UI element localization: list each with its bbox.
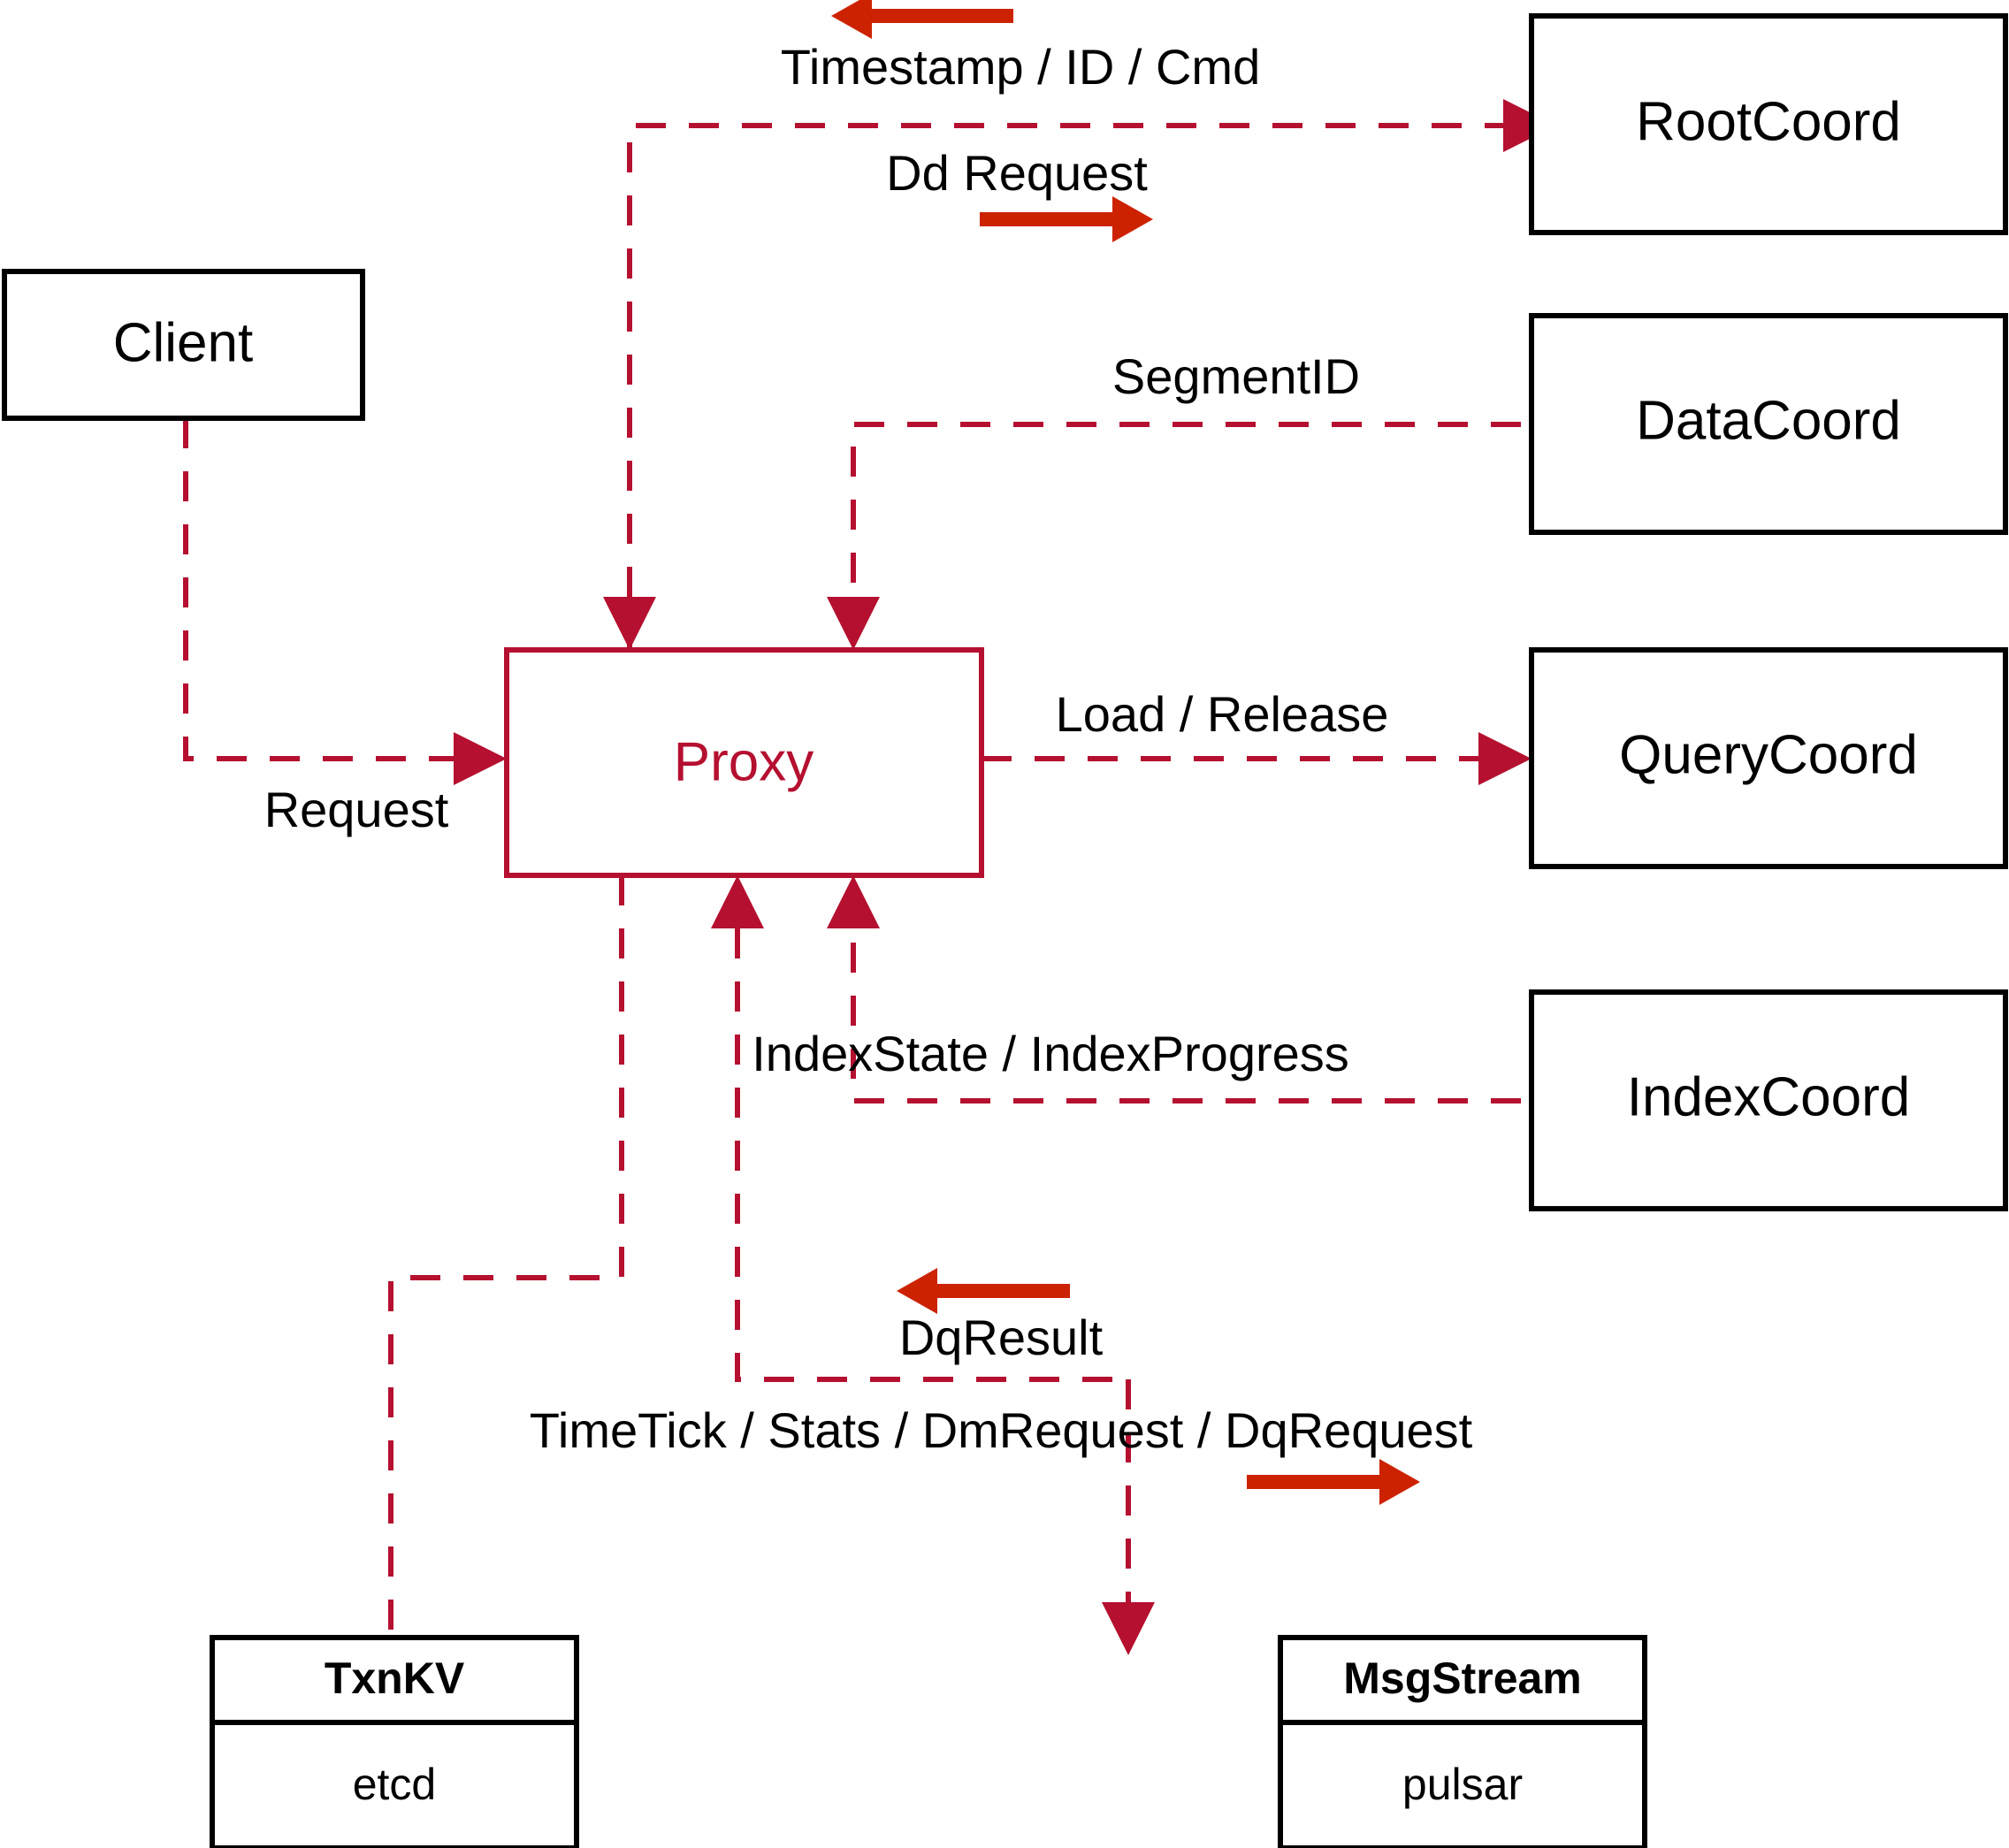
edge-label-timetick-stats: TimeTick / Stats / DmRequest / DqRequest	[530, 1402, 1473, 1458]
node-proxy-label: Proxy	[674, 731, 814, 792]
node-datacoord[interactable]: DataCoord	[1529, 313, 2008, 535]
node-txnkv[interactable]: TxnKV etcd	[210, 1635, 579, 1848]
node-querycoord-label: QueryCoord	[1619, 724, 1918, 785]
edge-label-index-state: IndexState / IndexProgress	[752, 1026, 1349, 1081]
node-datacoord-label: DataCoord	[1636, 390, 1901, 451]
direction-arrow-dd-request	[980, 196, 1153, 242]
edge-msgstream-to-proxy	[735, 928, 1128, 1382]
node-client-label: Client	[113, 312, 254, 373]
edge-indexcoord-to-proxy	[851, 928, 1521, 1103]
node-client[interactable]: Client	[2, 269, 365, 421]
arrowhead-proxy-top-right	[827, 597, 880, 650]
node-querycoord[interactable]: QueryCoord	[1529, 647, 2008, 869]
arrowhead-proxy-bottom-right	[827, 875, 880, 928]
node-proxy[interactable]: Proxy	[504, 647, 984, 878]
node-rootcoord-label: RootCoord	[1636, 91, 1901, 152]
node-rootcoord[interactable]: RootCoord	[1529, 13, 2008, 235]
direction-arrow-timetick	[1247, 1459, 1420, 1505]
node-msgstream[interactable]: MsgStream pulsar	[1278, 1635, 1647, 1848]
edge-proxy-to-txnkv	[388, 875, 624, 1638]
edge-label-dq-result: DqResult	[899, 1310, 1104, 1365]
edge-client-to-proxy	[183, 418, 454, 761]
arrowhead-proxy-left	[454, 732, 507, 785]
edge-label-load-release: Load / Release	[1056, 686, 1389, 742]
arrowhead-proxy-bottom-middle	[711, 875, 764, 928]
edge-label-segment-id: SegmentID	[1112, 348, 1360, 404]
node-msgstream-label: MsgStream	[1343, 1653, 1582, 1703]
node-indexcoord-label: IndexCoord	[1627, 1066, 1911, 1127]
edge-label-request: Request	[264, 782, 449, 837]
edge-proxy-to-rootcoord	[627, 123, 1503, 650]
direction-arrow-dqresult	[897, 1268, 1070, 1314]
edge-label-timestamp-id-cmd: Timestamp / ID / Cmd	[781, 39, 1260, 95]
direction-arrow-timestamp	[831, 0, 1013, 39]
arrowhead-proxy-top-left	[603, 597, 656, 650]
arrowhead-msgstream	[1102, 1602, 1155, 1655]
node-txnkv-sublabel: etcd	[353, 1760, 437, 1809]
node-txnkv-label: TxnKV	[325, 1653, 465, 1703]
node-indexcoord[interactable]: IndexCoord	[1529, 989, 2008, 1211]
arrowhead-querycoord	[1478, 732, 1532, 785]
node-msgstream-sublabel: pulsar	[1402, 1760, 1523, 1809]
edge-datacoord-to-proxy	[851, 422, 1521, 650]
edge-label-dd-request: Dd Request	[886, 145, 1148, 201]
